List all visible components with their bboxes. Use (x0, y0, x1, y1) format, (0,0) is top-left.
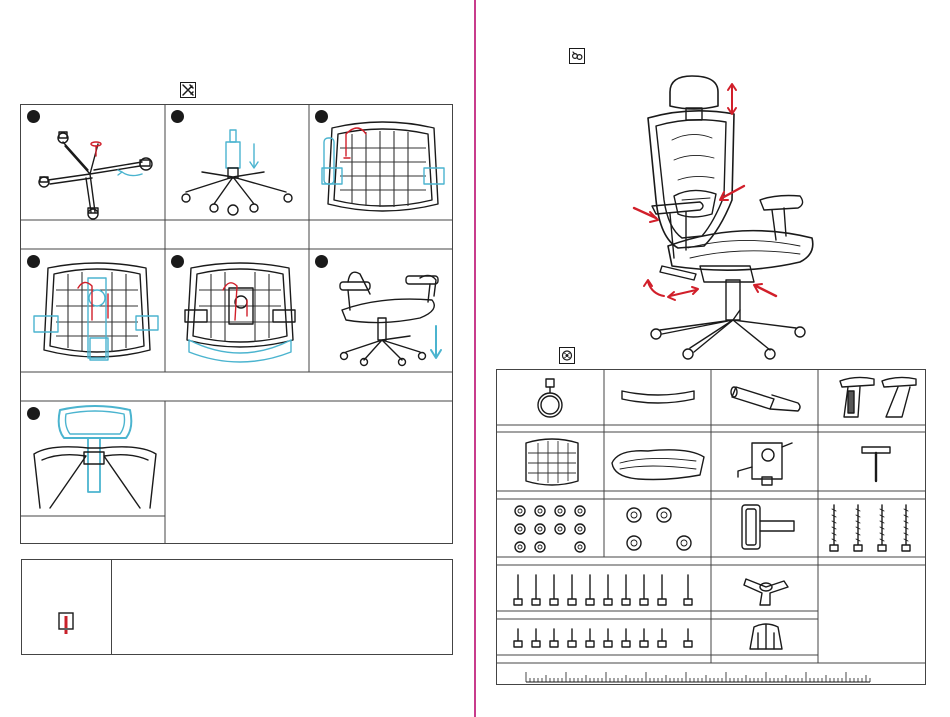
part-washers-large (618, 503, 698, 555)
assembly-steps-grid (20, 104, 453, 544)
parts-list-icon (559, 347, 575, 364)
part-screws-long (510, 569, 700, 609)
part-washers-small (510, 503, 590, 555)
page-divider (474, 0, 476, 717)
part-backrest-frame (608, 441, 708, 487)
part-armrests (832, 373, 922, 423)
part-long-bolts (824, 501, 920, 555)
step-3-seat-mechanism-illustration (318, 118, 448, 218)
warning-box (21, 559, 453, 655)
step-7-headrest-illustration (30, 404, 160, 512)
part-gas-cylinder (726, 377, 806, 419)
warning-icon (58, 612, 74, 636)
part-headrest-bracket (734, 501, 804, 555)
step-2-gas-lift-illustration (174, 122, 304, 217)
office-chair-adjustments-illustration (600, 70, 840, 360)
step-6-seat-on-base-illustration (320, 260, 450, 368)
part-gas-lift-cover (742, 619, 790, 653)
measuring-ruler (526, 671, 876, 683)
step-5-backrest-mount-illustration (175, 260, 305, 368)
step-4-armrest-mount-illustration (32, 260, 162, 368)
tools-icon (180, 82, 196, 98)
part-allen-key (846, 439, 906, 487)
part-tilt-mechanism (732, 437, 802, 489)
part-cover-strip (618, 383, 698, 413)
part-base-cover (736, 569, 796, 609)
part-seat-mechanism-plate (522, 435, 582, 489)
chair-adjust-icon (569, 48, 585, 64)
part-caster-wheel (532, 375, 568, 421)
parts-list-grid (496, 369, 926, 685)
part-screws-short (510, 623, 700, 653)
step-1-base-casters-illustration (30, 122, 160, 217)
